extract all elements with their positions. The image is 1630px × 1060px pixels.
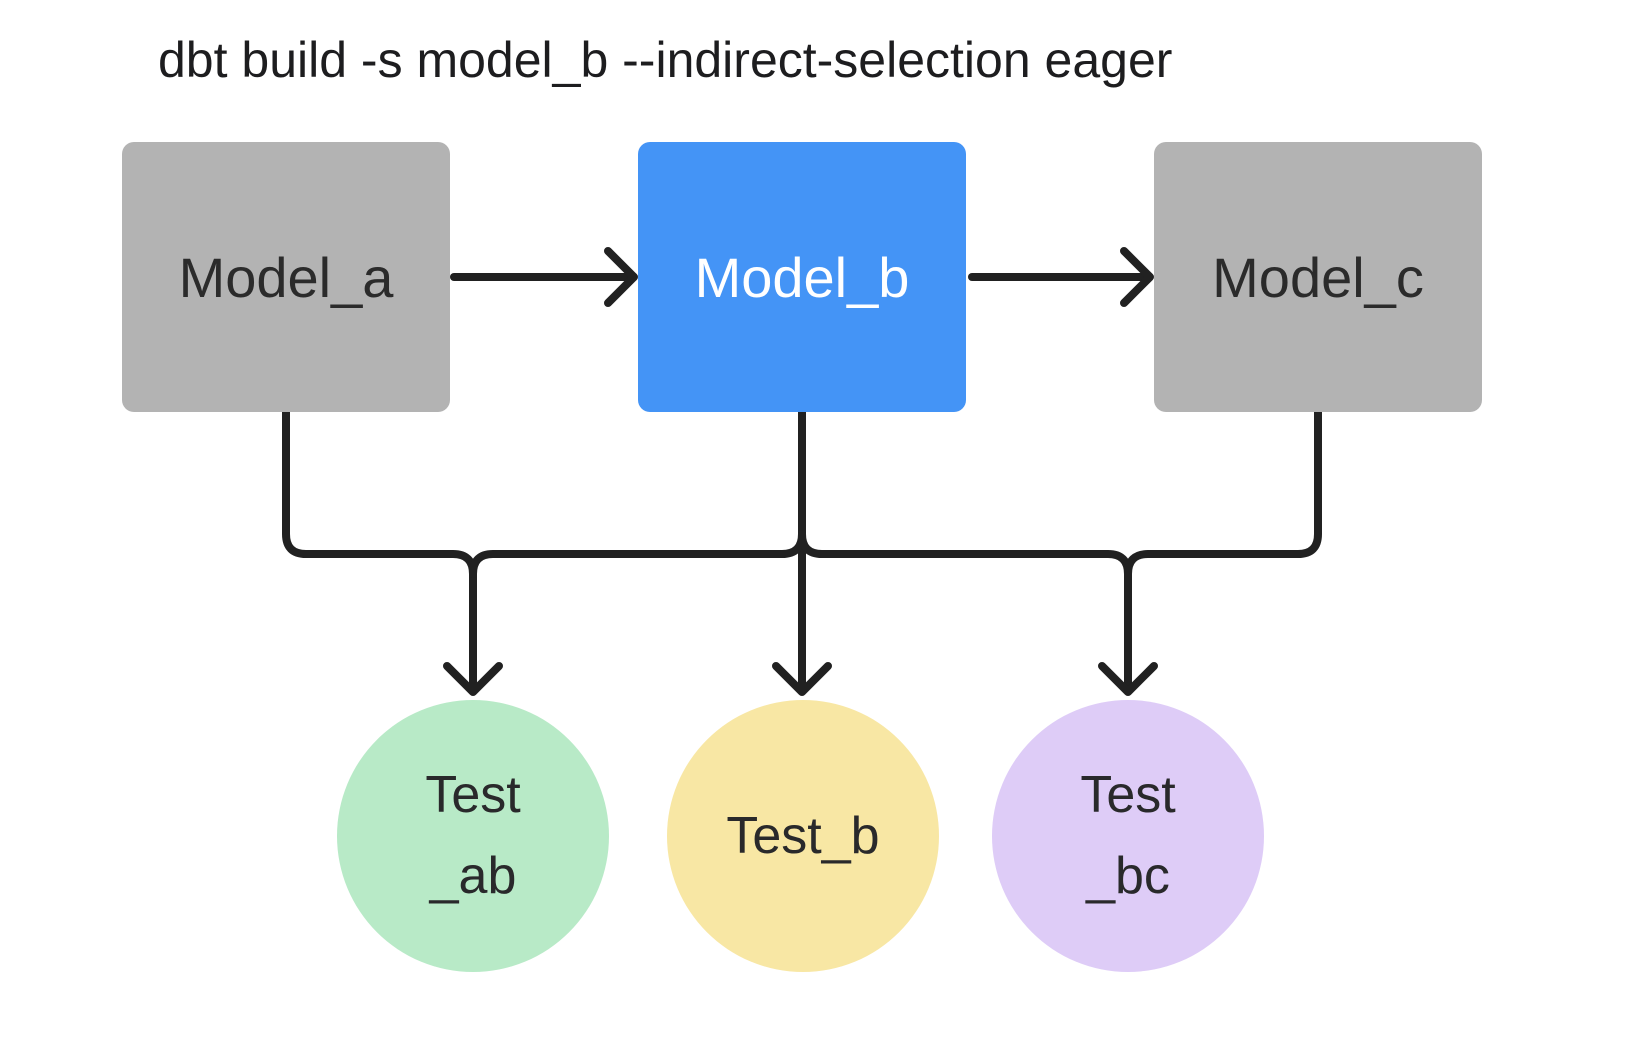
node-test-bc-label-line1: Test	[1080, 766, 1176, 825]
command-title: dbt build -s model_b --indirect-selectio…	[158, 32, 1173, 88]
edge-model-b-to-test-bc	[798, 530, 1132, 578]
edge-model-c-to-test-bc	[1098, 408, 1322, 696]
node-test-bc-label-line2: _bc	[1086, 847, 1170, 905]
edge-model-b-to-test-ab	[469, 530, 806, 578]
node-test-b: Test_b	[667, 700, 939, 972]
node-test-ab-label-line2: _ab	[429, 847, 517, 905]
node-model-a-label: Model_a	[178, 245, 394, 309]
edge-model-a-to-test-ab	[282, 408, 503, 696]
node-test-b-label-line1: Test_b	[726, 806, 880, 865]
edge-model-b-to-model-c	[968, 247, 1154, 307]
node-test-ab: Test _ab	[337, 700, 609, 972]
node-model-c: Model_c	[1154, 142, 1482, 412]
node-test-bc: Test _bc	[992, 700, 1264, 972]
node-test-ab-label-line1: Test	[425, 766, 521, 825]
edge-model-a-to-model-b	[450, 247, 638, 307]
node-model-a: Model_a	[122, 142, 450, 412]
node-model-b: Model_b	[638, 142, 966, 412]
node-model-b-label: Model_b	[694, 245, 910, 309]
node-model-c-label: Model_c	[1212, 245, 1424, 309]
edge-model-b-to-test-b	[772, 408, 832, 696]
